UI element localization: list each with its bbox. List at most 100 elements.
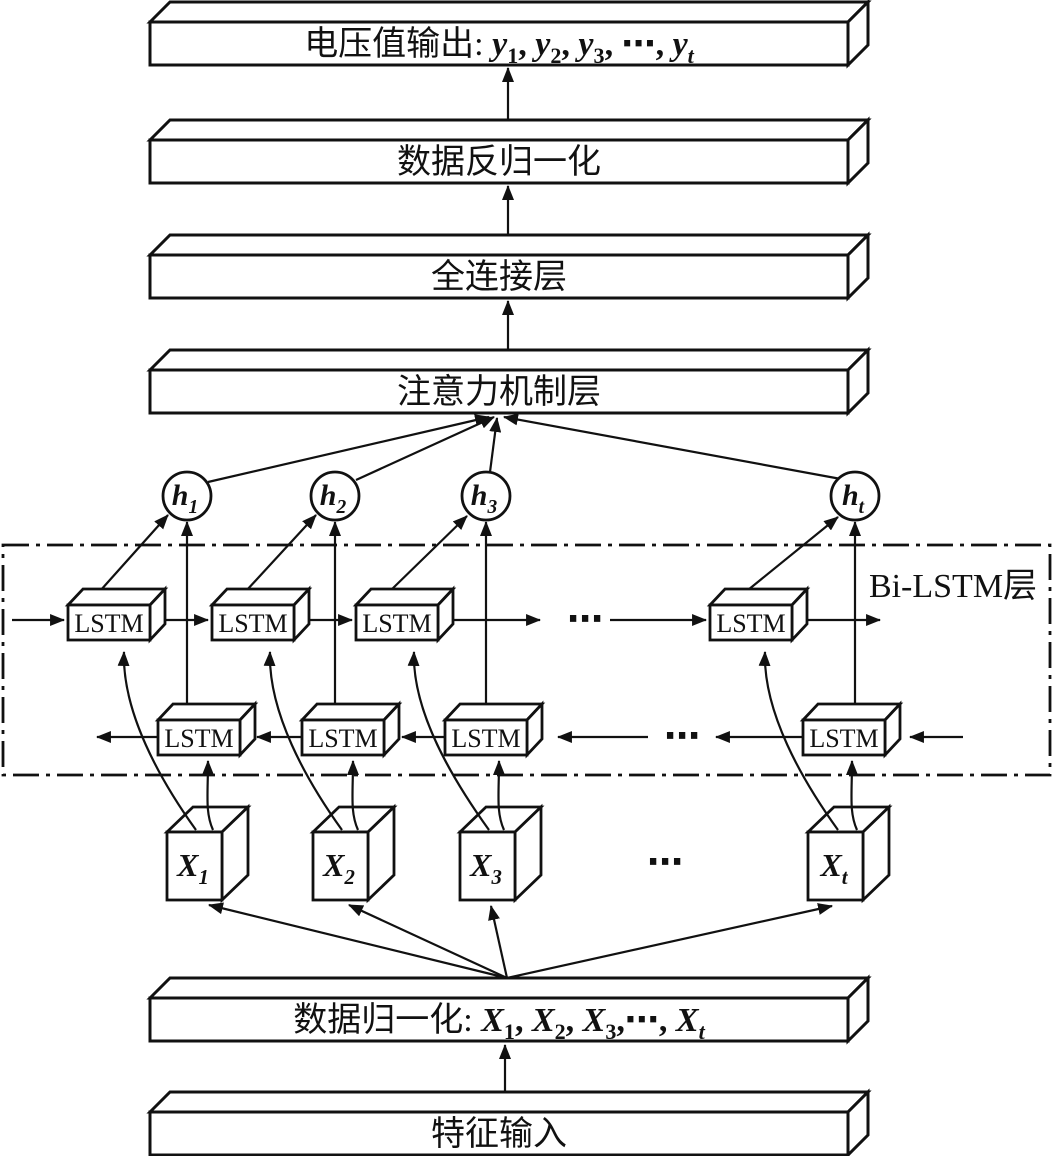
cube-front-face <box>806 830 865 902</box>
forward-row-ellipsis: ⋯ <box>567 599 603 640</box>
attention-fanin-arrows <box>207 413 842 484</box>
forward-lstm-4: LSTM <box>706 585 811 644</box>
inter-layer-arrows <box>499 66 514 1092</box>
h2-circle <box>309 470 361 522</box>
bilstm-dashdot-border <box>1 543 1052 777</box>
fully-connected-label: 全连接层 <box>431 258 567 296</box>
h3-circle <box>460 470 512 522</box>
lstm-label: LSTM <box>451 724 520 753</box>
input-cube-x2: X2 <box>309 803 398 904</box>
h3-label: h3 <box>471 479 498 518</box>
lstm-front-face <box>300 718 386 757</box>
bilstm-region-label: Bi-LSTM层 <box>869 568 1037 605</box>
normalization-label: 数据归一化: X1, X2, X3,⋯, Xt <box>293 1001 705 1044</box>
bar-top-face <box>146 118 872 142</box>
lstm-front-face <box>66 603 152 642</box>
lstm-front-face <box>156 718 242 757</box>
h1-label: h1 <box>172 479 198 518</box>
lstm-front-face <box>708 603 794 642</box>
cube-front-face <box>458 830 517 902</box>
backward-lstm-2: LSTM <box>298 700 403 759</box>
lstm-label: LSTM <box>716 609 785 638</box>
bar-front-face <box>148 138 850 185</box>
arrow-h1-to-attention <box>207 414 491 484</box>
denormalization-label: 数据反归一化 <box>397 143 601 181</box>
ht-label: ht <box>842 479 865 518</box>
bar-front-face <box>148 996 850 1043</box>
bar-top-face <box>146 976 872 1000</box>
curve-x3-to-backward3 <box>492 759 506 831</box>
bar-top-face <box>146 233 872 257</box>
lstm-label: LSTM <box>164 724 233 753</box>
curve-x3-to-forward3 <box>407 650 490 831</box>
backward-lstm-1: LSTM <box>154 700 259 759</box>
cube-front-face <box>165 830 224 902</box>
bilstm-region: Bi-LSTM层 <box>1 543 1052 777</box>
h2-label: h2 <box>320 479 347 518</box>
curve-xt-to-forward4 <box>758 650 839 831</box>
bar-top-face <box>146 1090 872 1114</box>
curve-x1-to-forward1 <box>117 650 197 831</box>
arrow-h3-to-attention <box>488 416 502 473</box>
arrow-norm-to-x2 <box>348 904 508 979</box>
hidden-nodes: h1 h2 h3 ht <box>161 470 881 522</box>
layer-denormalization: 数据反归一化 <box>146 116 872 187</box>
arrow-norm-to-x3 <box>488 904 509 979</box>
cube-front-face <box>311 830 370 902</box>
lstm-front-face <box>354 603 440 642</box>
x3-label: X3 <box>469 847 502 889</box>
layer-voltage-output: 电压值输出: y1, y2, y3, ⋯, yt <box>146 0 872 69</box>
feature-input-label: 特征输入 <box>431 1115 567 1153</box>
backward-lstm-4: LSTM <box>799 700 904 759</box>
arrow-ht-to-attention <box>502 413 842 481</box>
curve-x2-to-backward2 <box>346 759 360 831</box>
forward-lstm-row: ⋯ LSTM LSTM LSTM LSTM <box>12 585 882 644</box>
ht-circle <box>829 470 881 522</box>
cube-row-ellipsis: ⋯ <box>647 842 683 883</box>
hidden-node-h1: h1 <box>161 470 213 522</box>
backward-lstm-row: ⋯ LSTM LSTM LSTM LSTM <box>95 700 963 759</box>
bar-top-face <box>146 348 872 372</box>
lstm-front-face <box>801 718 887 757</box>
arrow-forward1-to-h1 <box>99 514 169 592</box>
backward-lstm-3: LSTM <box>441 700 546 759</box>
bar-front-face <box>148 368 850 415</box>
arrow-h2-to-attention <box>355 415 495 482</box>
layer-feature-input: 特征输入 <box>146 1088 872 1156</box>
arrow-forward2-to-h2 <box>245 514 317 592</box>
attention-label: 注意力机制层 <box>397 373 601 411</box>
arrow-forward3-to-h3 <box>389 515 468 592</box>
backward-row-ellipsis: ⋯ <box>664 716 700 757</box>
arrow-norm-to-xt <box>506 903 834 980</box>
voltage-output-label: 电压值输出: y1, y2, y3, ⋯, yt <box>304 25 694 68</box>
input-cube-xt: Xt <box>804 803 893 904</box>
h1-circle <box>161 470 213 522</box>
lstm-front-face <box>210 603 296 642</box>
bar-front-face <box>148 20 850 67</box>
bar-front-face <box>148 1110 850 1156</box>
lstm-front-face <box>443 718 529 757</box>
forward-lstm-1: LSTM <box>64 585 169 644</box>
forward-lstm-3: LSTM <box>352 585 457 644</box>
lstm-label: LSTM <box>809 724 878 753</box>
hidden-node-h3: h3 <box>460 470 512 522</box>
xt-label: Xt <box>819 847 848 889</box>
curve-xt-to-backward4 <box>845 759 859 831</box>
input-cube-x1: X1 <box>163 803 252 904</box>
lstm-label: LSTM <box>74 609 143 638</box>
x1-label: X1 <box>176 847 209 889</box>
cube-to-lstm-links <box>117 650 859 831</box>
bar-front-face <box>148 253 850 300</box>
forward-lstm-2: LSTM <box>208 585 313 644</box>
normalization-fanout-arrows <box>207 902 834 980</box>
arrow-norm-to-x1 <box>207 902 508 980</box>
curve-x2-to-forward2 <box>263 650 343 831</box>
bar-top-face <box>146 0 872 24</box>
curve-x1-to-backward1 <box>201 759 215 831</box>
lstm-to-hidden-links <box>99 514 861 704</box>
layer-normalization: 数据归一化: X1, X2, X3,⋯, Xt <box>146 974 872 1045</box>
x2-label: X2 <box>322 847 355 889</box>
lstm-label: LSTM <box>362 609 431 638</box>
